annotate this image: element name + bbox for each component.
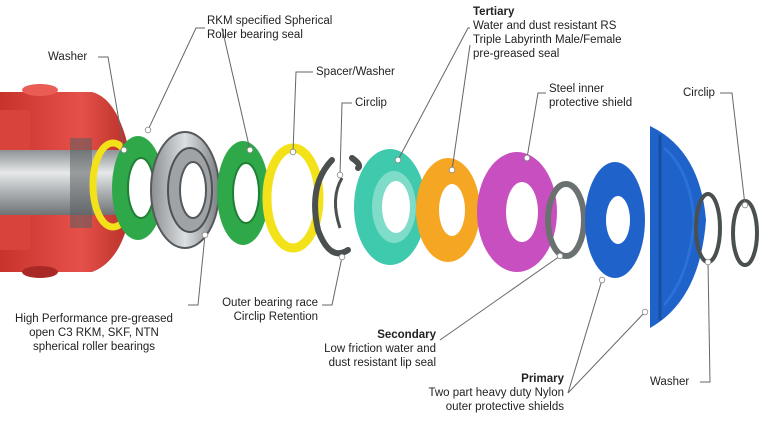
primary-shield-ring xyxy=(585,162,645,278)
primary-shield-half xyxy=(650,126,706,328)
spacer-washer xyxy=(262,143,324,253)
circlip-mid xyxy=(312,155,363,257)
label-steel-shield: Steel inner protective shield xyxy=(549,83,633,109)
labyrinth-seal xyxy=(416,158,480,262)
lip-seal xyxy=(354,149,426,265)
leader-lines xyxy=(98,27,746,394)
label-circlip-mid: Circlip xyxy=(355,97,387,109)
label-bearings: High Performance pre-greased open C3 RKM… xyxy=(15,313,173,353)
label-primary: Primary Two part heavy duty Nylon outer … xyxy=(428,373,564,413)
rkm-seal-right xyxy=(217,141,269,245)
label-circlip-right: Circlip xyxy=(683,87,715,99)
steel-inner-shield xyxy=(477,152,557,272)
label-washer-left: Washer xyxy=(48,51,88,63)
label-outer-race: Outer bearing race Circlip Retention xyxy=(222,297,318,323)
grey-ring xyxy=(545,181,587,259)
label-washer-right: Washer xyxy=(650,376,690,388)
label-tertiary: Tertiary Water and dust resistant RS Tri… xyxy=(473,6,622,60)
label-secondary: Secondary Low friction water and dust re… xyxy=(324,329,436,369)
leader-dots xyxy=(120,126,749,316)
spherical-bearing xyxy=(150,131,220,249)
label-rkm-seal: RKM specified Spherical Roller bearing s… xyxy=(207,15,333,41)
rkm-seal-left xyxy=(112,136,164,240)
label-spacer-washer: Spacer/Washer xyxy=(316,66,395,78)
circlip-right xyxy=(731,199,759,267)
